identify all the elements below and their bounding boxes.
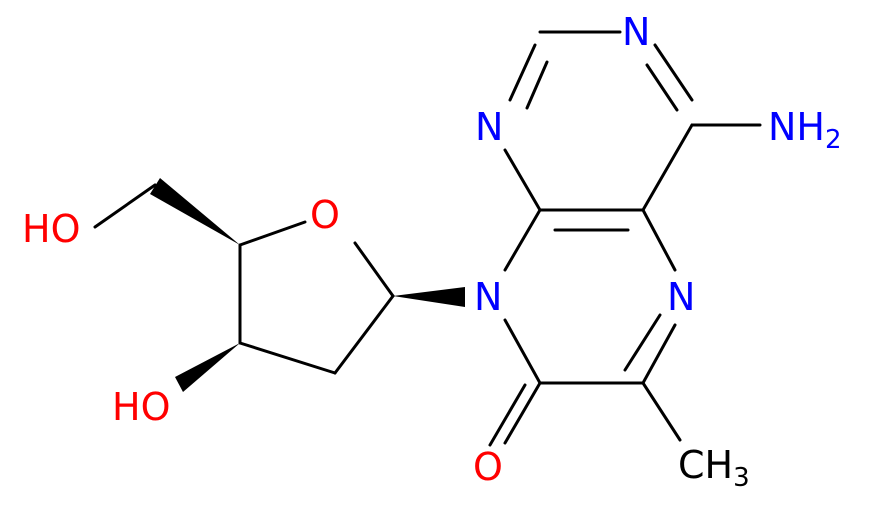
methyl-main: CH <box>678 443 733 487</box>
bond <box>503 208 542 272</box>
wedge-bond <box>150 178 240 245</box>
atom-n-right: N <box>667 275 695 319</box>
bond <box>238 341 337 375</box>
bond <box>525 60 549 110</box>
bond <box>641 323 677 385</box>
atom-o-ring: O <box>310 193 340 237</box>
amino-subscript: 2 <box>825 125 842 155</box>
atom-labels: N N N N NH2 O O HO HO CH3 <box>22 10 842 493</box>
bond <box>508 43 537 102</box>
wedge-bond <box>175 343 240 392</box>
bond <box>93 183 157 229</box>
wedge-bond <box>393 287 465 307</box>
amino-group: NH2 <box>768 105 842 155</box>
atom-o-carbonyl: O <box>473 445 503 489</box>
bonds <box>93 30 762 447</box>
atom-n-ring: N <box>474 275 502 319</box>
amino-main: NH <box>768 105 825 149</box>
atom-oh-left: HO <box>22 207 80 251</box>
bond <box>503 148 542 212</box>
bond <box>488 383 527 447</box>
bond <box>641 381 682 442</box>
atom-n-top: N <box>622 10 650 54</box>
methyl-group: CH3 <box>678 443 750 493</box>
bond <box>333 294 395 375</box>
bond <box>645 63 679 112</box>
atom-oh-bottom: HO <box>112 385 170 429</box>
bond <box>641 208 677 272</box>
wedge-bonds <box>150 178 465 392</box>
bond <box>503 381 542 445</box>
atom-n-left: N <box>475 105 503 149</box>
methyl-subscript: 3 <box>733 463 750 493</box>
bond <box>353 241 395 298</box>
bond <box>653 43 694 102</box>
bond <box>623 313 662 372</box>
bond <box>503 318 542 385</box>
bond <box>641 123 694 212</box>
bond <box>238 220 307 247</box>
